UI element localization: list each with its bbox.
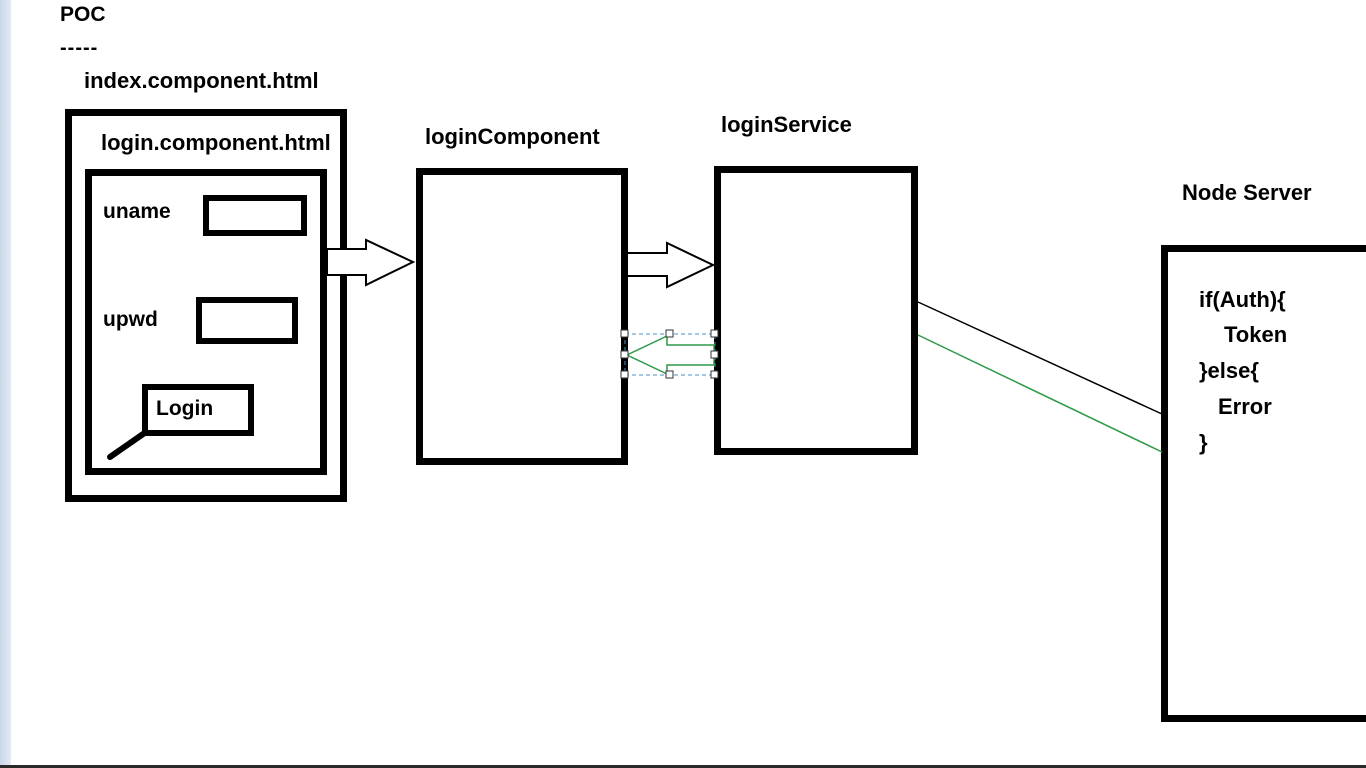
login-button[interactable] <box>142 384 254 436</box>
index-component-box <box>65 109 347 502</box>
node-server-label: Node Server <box>1182 180 1312 205</box>
arrow-right-icon <box>326 238 416 287</box>
arrow-left-icon[interactable] <box>625 334 715 376</box>
request-line <box>917 301 1163 415</box>
password-label: upwd <box>103 308 158 331</box>
diagram-title: POC <box>60 3 106 26</box>
index-component-label: index.component.html <box>84 68 319 93</box>
server-code-line-1: if(Auth){ <box>1199 287 1286 312</box>
window-bottom-edge <box>0 765 1366 768</box>
arrow-right-icon <box>626 241 716 289</box>
login-component-html-label: login.component.html <box>101 130 331 155</box>
login-button-label: Login <box>156 397 214 420</box>
login-component-box <box>416 168 628 465</box>
username-label: uname <box>103 200 171 223</box>
login-service-box <box>714 166 918 455</box>
window-left-edge <box>0 0 11 768</box>
pointer-stroke <box>107 429 149 460</box>
password-input[interactable] <box>196 297 298 344</box>
title-underline: ----- <box>60 37 99 59</box>
server-code-line-5: } <box>1199 430 1208 455</box>
server-code-line-4: Error <box>1218 394 1272 419</box>
response-line <box>917 334 1163 453</box>
server-code-line-3: }else{ <box>1199 358 1259 383</box>
login-service-label: loginService <box>721 112 852 137</box>
login-component-label: loginComponent <box>425 124 600 149</box>
login-form-box <box>85 169 327 475</box>
selection-handles <box>620 329 719 379</box>
server-code-line-2: Token <box>1224 322 1288 347</box>
username-input[interactable] <box>203 195 307 236</box>
node-server-box <box>1161 245 1366 722</box>
